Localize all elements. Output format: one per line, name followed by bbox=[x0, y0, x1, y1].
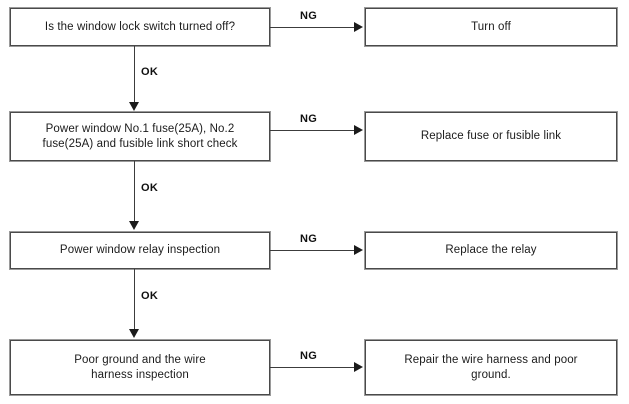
ok-edge-label-3: OK bbox=[141, 290, 159, 302]
action-node-label: Replace the relay bbox=[445, 244, 537, 256]
ng-arrowhead-3 bbox=[354, 245, 363, 255]
check-node-poor-ground-harness[interactable]: Poor ground and the wire harness inspect… bbox=[10, 340, 270, 395]
ng-edge-label-4: NG bbox=[300, 350, 318, 362]
ok-edge-label-1: OK bbox=[141, 66, 159, 78]
action-node-repair-harness[interactable]: Repair the wire harness and poor ground. bbox=[365, 340, 617, 395]
ok-arrowhead-3 bbox=[129, 329, 139, 338]
ok-arrowhead-2 bbox=[129, 221, 139, 230]
check-node-window-lock-switch[interactable]: Is the window lock switch turned off? bbox=[10, 8, 270, 46]
ok-arrowhead-1 bbox=[129, 102, 139, 111]
check-node-label: Is the window lock switch turned off? bbox=[44, 20, 236, 33]
ng-connector-line-2 bbox=[270, 130, 355, 131]
action-node-turn-off[interactable]: Turn off bbox=[365, 8, 617, 46]
check-node-label: Power window relay inspection bbox=[59, 244, 221, 256]
action-node-label: Turn off bbox=[471, 20, 511, 33]
ok-connector-line-1 bbox=[134, 46, 135, 104]
ng-edge-label-3: NG bbox=[300, 233, 318, 245]
action-node-label: Repair the wire harness and poor ground. bbox=[404, 353, 578, 381]
action-node-label: Replace fuse or fusible link bbox=[420, 130, 562, 142]
check-node-label: Power window No.1 fuse(25A), No.2 fuse(2… bbox=[42, 122, 238, 150]
ng-connector-line-1 bbox=[270, 27, 355, 28]
ok-edge-label-2: OK bbox=[141, 182, 159, 194]
ok-connector-line-2 bbox=[134, 161, 135, 223]
ok-connector-line-3 bbox=[134, 269, 135, 331]
check-node-fuse-short-check[interactable]: Power window No.1 fuse(25A), No.2 fuse(2… bbox=[10, 112, 270, 161]
ng-arrowhead-4 bbox=[354, 362, 363, 372]
check-node-relay-inspection[interactable]: Power window relay inspection bbox=[10, 232, 270, 269]
ng-edge-label-2: NG bbox=[300, 113, 318, 125]
action-node-replace-relay[interactable]: Replace the relay bbox=[365, 232, 617, 269]
ng-arrowhead-2 bbox=[354, 125, 363, 135]
ng-connector-line-4 bbox=[270, 367, 355, 368]
ng-connector-line-3 bbox=[270, 250, 355, 251]
check-node-label: Poor ground and the wire harness inspect… bbox=[74, 353, 206, 381]
ng-edge-label-1: NG bbox=[300, 10, 318, 22]
action-node-replace-fuse[interactable]: Replace fuse or fusible link bbox=[365, 112, 617, 161]
ng-arrowhead-1 bbox=[354, 22, 363, 32]
